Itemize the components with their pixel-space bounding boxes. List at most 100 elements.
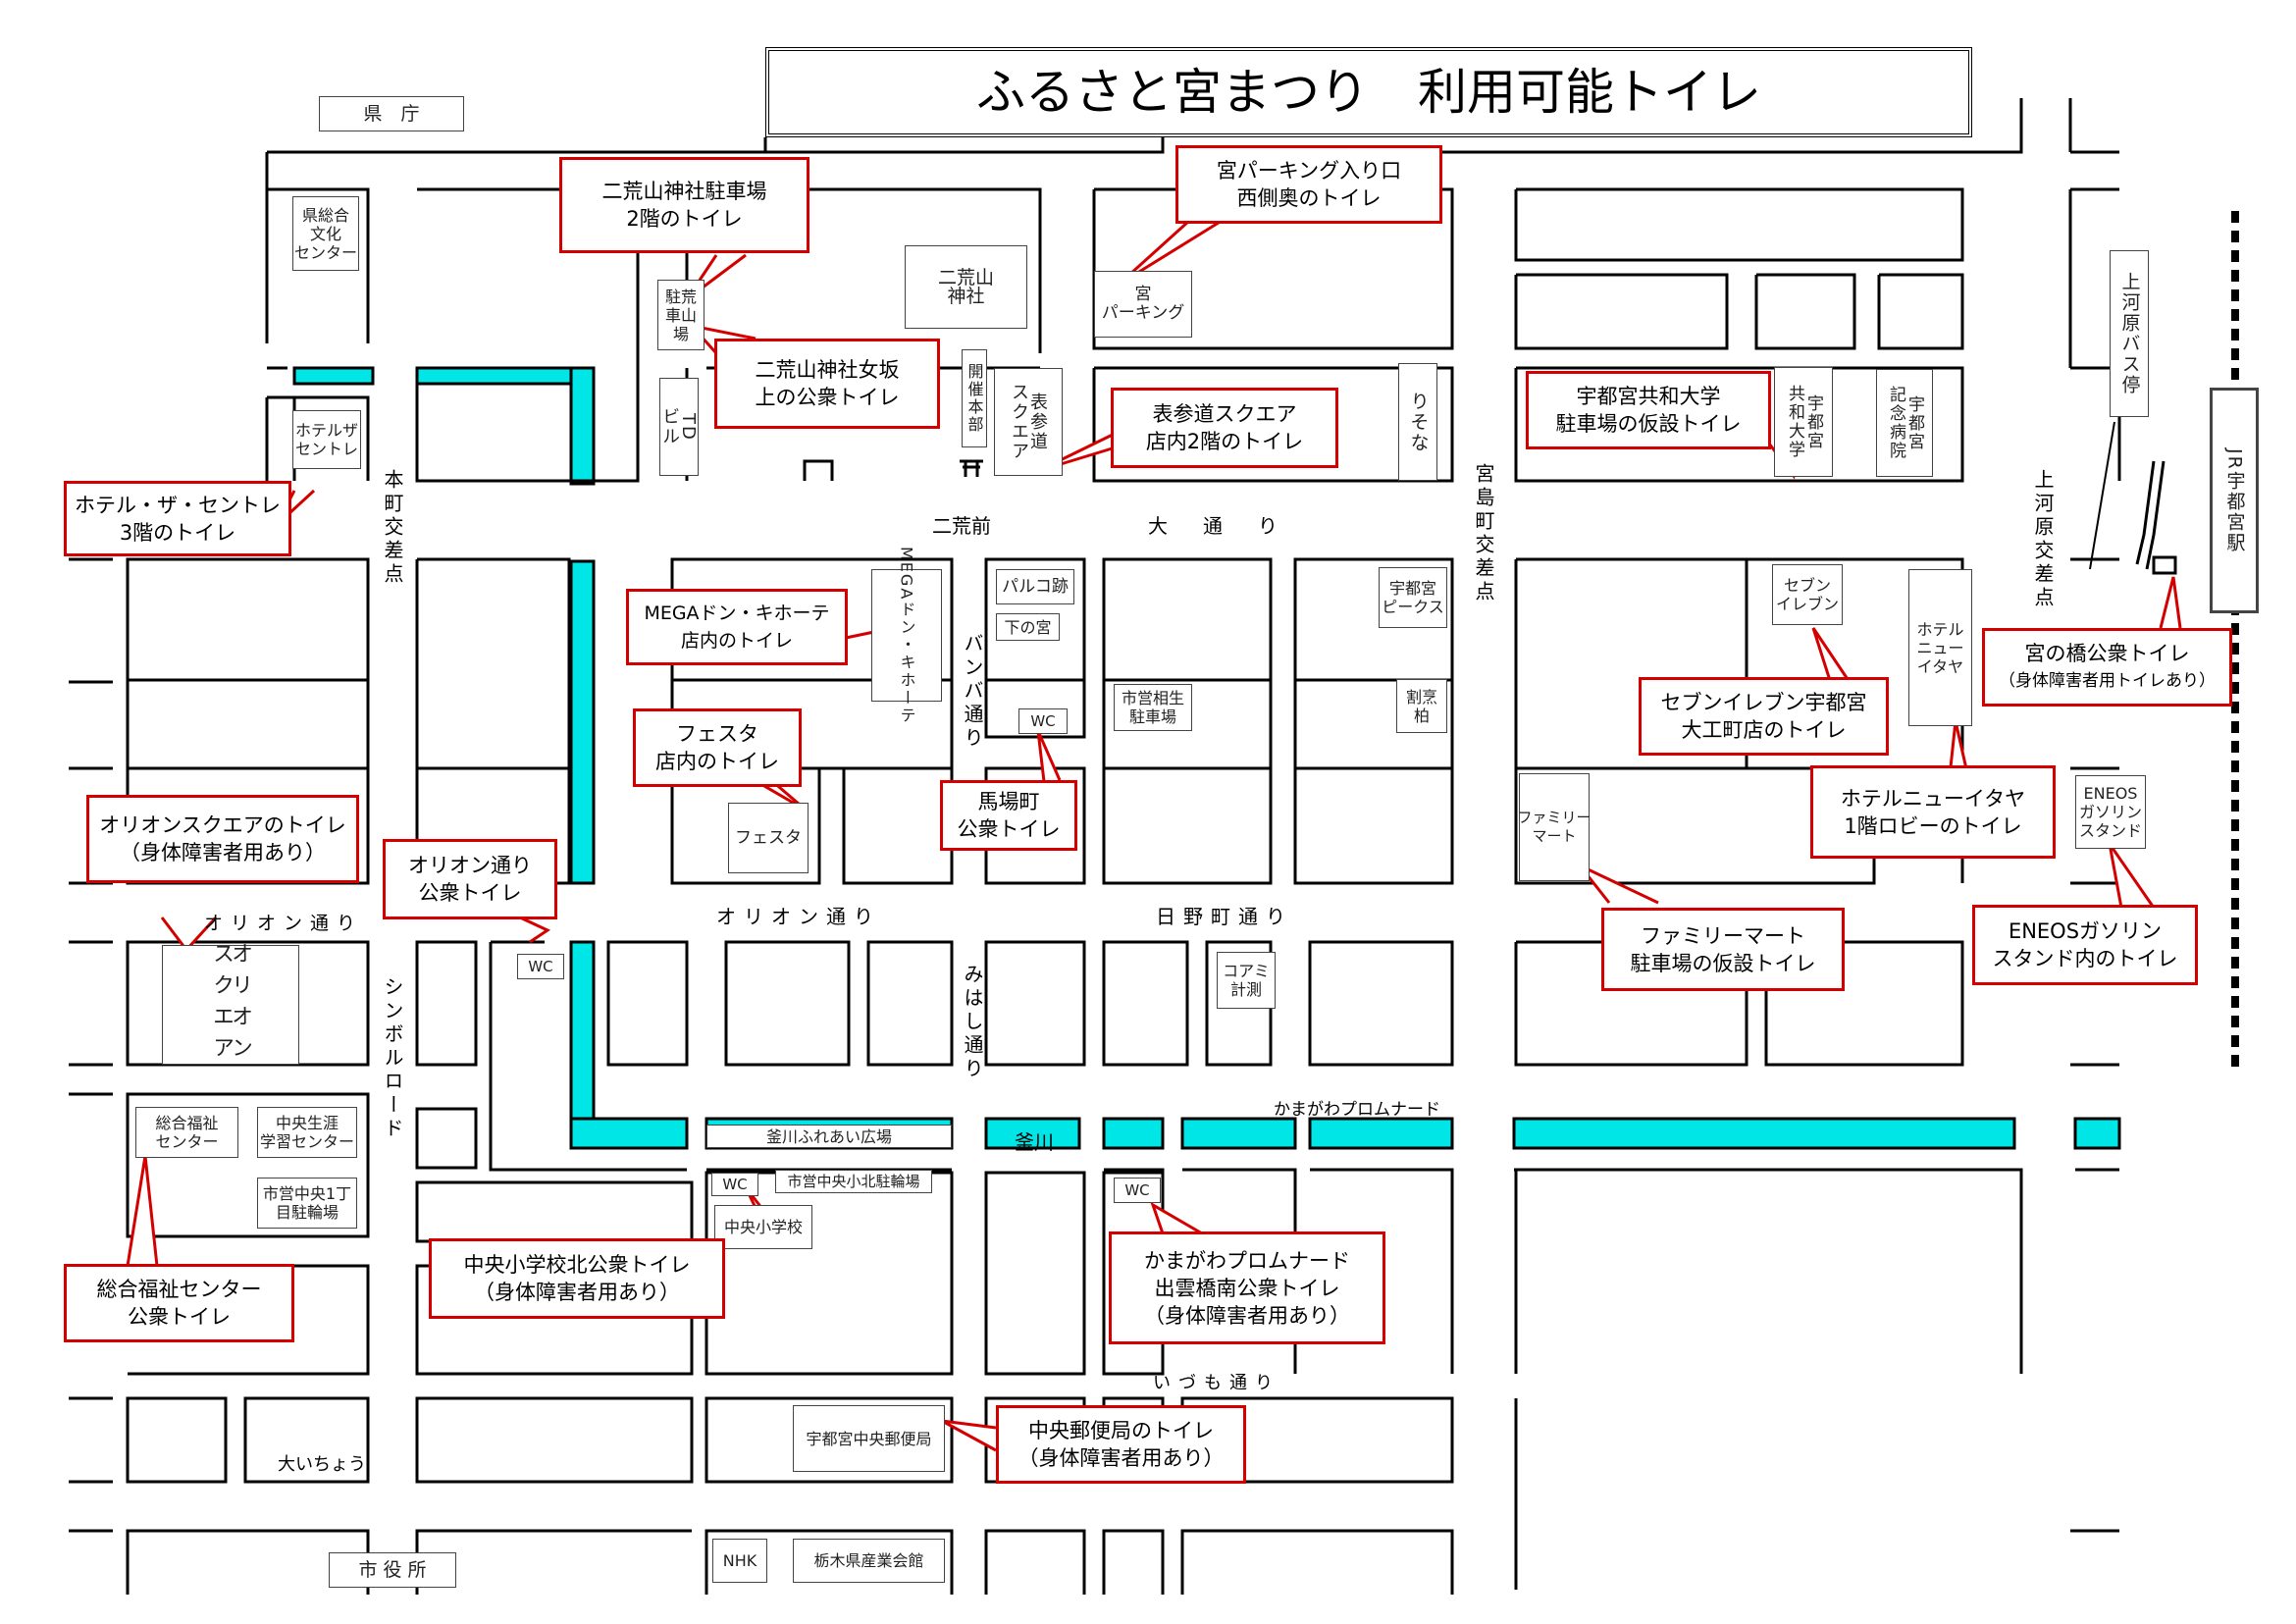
- callout-line2: 店内のトイレ: [680, 630, 793, 652]
- callout-line1: MEGAドン・キホーテ: [644, 602, 830, 624]
- callout-line1: ENEOSガソリン: [2008, 919, 2163, 943]
- kappo-kashiwa-label: 割烹 柏: [1396, 679, 1447, 733]
- eneos-label: ENEOS ガソリン スタンド: [2075, 775, 2146, 849]
- jr-railway: [2135, 211, 2239, 1070]
- callout-line2: （身体障害者用あり）: [1018, 1446, 1225, 1470]
- kamagawa-promenade-label: かまがわプロムナード: [1274, 1100, 1440, 1120]
- callout-line2: スタンド内のトイレ: [1992, 947, 2178, 970]
- callout-line1: 中央小学校北公衆トイレ: [463, 1253, 691, 1277]
- callout-orion-square: オリオンスクエアのトイレ （身体障害者用あり）: [86, 795, 359, 883]
- callout-line2: 駐車場の仮設トイレ: [1630, 951, 1816, 975]
- callout-hotel-centre: ホテル・ザ・セントレ 3階のトイレ: [64, 481, 291, 556]
- callout-line2: 3階のトイレ: [119, 520, 236, 545]
- callout-line1: 宇都宮共和大学: [1576, 385, 1721, 408]
- shiyakusho-label: 市 役 所: [329, 1552, 456, 1588]
- callout-festa: フェスタ 店内のトイレ: [633, 708, 802, 787]
- callout-line3: （身体障害者用あり）: [1144, 1303, 1350, 1328]
- callout-line2: 駐車場の仮設トイレ: [1555, 412, 1742, 436]
- bus-stop-leader: [2089, 421, 2115, 570]
- shiei-chuosho-label: 市営中央小北駐輪場: [775, 1170, 932, 1193]
- callout-line1: かまがわプロムナード: [1144, 1248, 1350, 1273]
- nhk-label: NHK: [712, 1539, 767, 1583]
- callout-line1: オリオン通り: [408, 854, 532, 877]
- callout-futara-parking: 二荒山神社駐車場 2階のトイレ: [559, 157, 809, 253]
- orion-dori-west-label: オリオン通り: [204, 913, 364, 934]
- coami-label: コアミ 計測: [1217, 952, 1276, 1009]
- callout-line2: 公衆トイレ: [957, 817, 1061, 841]
- utsunomiya-peaks-label: 宇都宮 ピークス: [1379, 567, 1447, 628]
- risona-label: りそな: [1398, 363, 1437, 481]
- callout-line1: オリオンスクエアのトイレ: [99, 813, 346, 837]
- callout-chuo-shogakko: 中央小学校北公衆トイレ （身体障害者用あり）: [429, 1238, 725, 1319]
- shiei-aioi-label: 市営相生 駐車場: [1114, 684, 1192, 731]
- callout-line2: 出雲橋南公衆トイレ: [1154, 1276, 1340, 1300]
- callout-futara-onnazaka: 二荒山神社女坂 上の公衆トイレ: [714, 339, 940, 429]
- callout-line1: 馬場町: [977, 790, 1040, 813]
- futaramae-label: 二荒前: [932, 514, 991, 538]
- orion-square-label: オリオン スクエア: [162, 942, 299, 1068]
- shimiya-chuo1-label: 市営中央1丁 目駐輪場: [257, 1178, 357, 1229]
- callout-miya-parking: 宮パーキング入り口 西側奥のトイレ: [1175, 145, 1442, 224]
- callout-line2: 1階ロビーのトイレ: [1844, 813, 2022, 838]
- callout-line2: 上の公衆トイレ: [755, 386, 900, 409]
- mihashi-dori-label: みはし通り: [961, 964, 984, 1081]
- wc-orion-icon: WC: [517, 954, 564, 979]
- callout-line1: 総合福祉センター: [96, 1278, 262, 1301]
- kanagawa-label: 釜川: [1015, 1130, 1054, 1154]
- callout-line1: 中央郵便局のトイレ: [1028, 1419, 1214, 1442]
- wc-kamagawa-icon: WC: [1114, 1178, 1161, 1203]
- callout-line2: （身体障害者用あり）: [120, 841, 326, 864]
- callout-line2: （身体障害者用あり）: [474, 1281, 680, 1304]
- kencho-label: 県 庁: [319, 96, 464, 131]
- hotel-the-centre-label: ホテルザ セントレ: [292, 410, 361, 469]
- callout-babacho: 馬場町 公衆トイレ: [940, 780, 1077, 851]
- td-bldg-label: TD ビル: [659, 378, 699, 476]
- tochigi-sangyo-label: 栃木県産業会館: [793, 1539, 945, 1583]
- callout-sogo-fukushi: 総合福祉センター 公衆トイレ: [64, 1264, 294, 1342]
- callout-omotesando: 表参道スクエア 店内2階のトイレ: [1111, 388, 1338, 468]
- shimonomiya-label: 下の宮: [996, 613, 1060, 641]
- odori-road-label: 大 通 り: [1148, 514, 1285, 538]
- callout-line1: フェスタ: [676, 722, 758, 746]
- shrine-gate-icon: [960, 459, 983, 477]
- callout-line2: 西側奥のトイレ: [1236, 186, 1382, 210]
- festa-label: フェスタ: [728, 803, 809, 873]
- callout-line1: 二荒山神社駐車場: [601, 180, 767, 203]
- orion-dori-label: オリオン通り: [716, 905, 881, 928]
- callout-new-itaya: ホテルニューイタヤ 1階ロビーのトイレ: [1810, 765, 2056, 859]
- futara-parking-label: 駐荒 車山 場: [657, 280, 704, 350]
- callout-mega-donki: MEGAドン・キホーテ 店内のトイレ: [626, 589, 848, 665]
- callout-orion-dori: オリオン通り 公衆トイレ: [383, 839, 557, 919]
- callout-line1: 表参道スクエア: [1152, 402, 1297, 426]
- callout-eneos: ENEOSガソリン スタンド内のトイレ: [1972, 905, 2198, 985]
- familymart-label: ファミリー マート: [1518, 773, 1592, 881]
- wc-chuo-shogakko-icon: WC: [711, 1173, 758, 1196]
- callout-line2: 公衆トイレ: [418, 881, 522, 905]
- callout-line1: 二荒山神社女坂: [755, 358, 900, 382]
- callout-line2: 店内のトイレ: [655, 750, 779, 773]
- banba-dori-label: バンバ通り: [961, 633, 984, 751]
- callout-line2: 大工町店のトイレ: [1681, 718, 1847, 742]
- callout-line2: （身体障害者用トイレあり）: [1999, 671, 2216, 691]
- callout-seven-eleven: セブンイレブン宇都宮 大工町店のトイレ: [1639, 677, 1889, 756]
- callout-familymart: ファミリーマート 駐車場の仮設トイレ: [1601, 908, 1845, 991]
- parco-label: パルコ跡: [996, 569, 1074, 604]
- hotel-new-itaya-label: ホテル ニュー イタヤ: [1908, 569, 1972, 726]
- chuo-yubin-label: 宇都宮中央郵便局: [793, 1405, 945, 1472]
- callout-line1: セブンイレブン宇都宮: [1660, 691, 1867, 714]
- wc-babacho-icon: WC: [1018, 708, 1068, 734]
- kanagawa-fureai-label: 釜川ふれあい広場: [706, 1125, 952, 1148]
- callout-line1: ホテルニューイタヤ: [1840, 786, 2026, 811]
- kyowa-univ-label: 宇都宮 共和大学: [1774, 367, 1833, 477]
- miya-parking-label: 宮 パーキング: [1094, 271, 1192, 338]
- callout-line1: 宮パーキング入り口: [1216, 159, 1402, 183]
- omotesando-label: 表参道 スクエア: [994, 368, 1063, 476]
- callout-line2: 店内2階のトイレ: [1145, 430, 1304, 453]
- jr-station-label: JR宇都宮駅: [2210, 388, 2259, 613]
- kaisai-honbu-label: 開催本部: [962, 349, 987, 447]
- kamikawara-kosaten-label: 上河原交差点: [2031, 469, 2055, 610]
- miyajimacho-kosaten-label: 宮島町交差点: [1472, 463, 1495, 604]
- callout-line1: ファミリーマート: [1641, 923, 1805, 948]
- callout-miyanohashi: 宮の橋公衆トイレ （身体障害者用トイレあり）: [1982, 628, 2232, 707]
